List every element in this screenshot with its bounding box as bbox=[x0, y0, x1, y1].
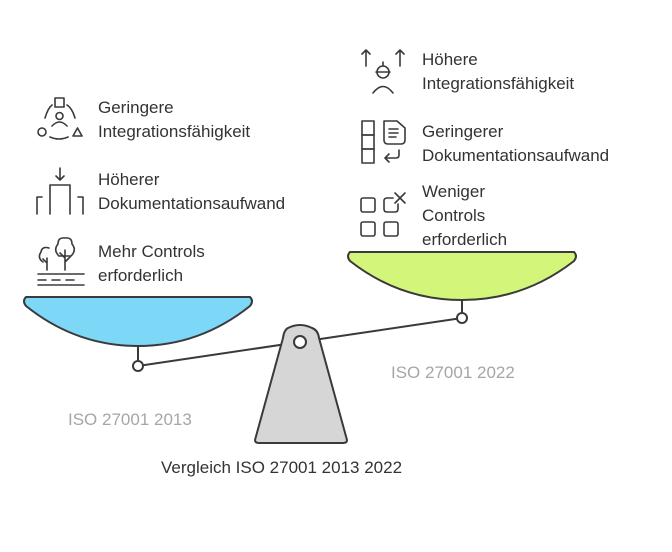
fulcrum-pivot bbox=[293, 335, 307, 349]
document-blocks-icon bbox=[361, 120, 406, 164]
worker-arrows-up-icon bbox=[361, 49, 405, 94]
trees-icon bbox=[37, 237, 85, 286]
left-item-integration: Geringere Integrationsfähigkeit bbox=[98, 98, 251, 141]
right-pan bbox=[347, 251, 577, 301]
diagram-title: Vergleich ISO 27001 2013 2022 bbox=[161, 458, 403, 477]
grid-remove-icon bbox=[360, 192, 406, 237]
stack-arrow-down-icon bbox=[36, 167, 84, 215]
right-item-controls: Weniger Controls erforderlich bbox=[422, 182, 508, 249]
left-label: ISO 27001 2013 bbox=[68, 410, 192, 429]
integration-circle-icon bbox=[37, 97, 83, 140]
left-pan bbox=[23, 296, 253, 347]
right-item-documentation: Geringerer Dokumentationsaufwand bbox=[422, 122, 610, 165]
right-label: ISO 27001 2022 bbox=[391, 363, 515, 382]
right-pan-joint bbox=[456, 312, 468, 324]
fulcrum bbox=[254, 324, 348, 444]
left-item-documentation: Höherer Dokumentationsaufwand bbox=[98, 170, 286, 213]
right-item-integration: Höhere Integrationsfähigkeit bbox=[422, 50, 575, 93]
left-pan-joint bbox=[132, 360, 144, 372]
left-item-controls: Mehr Controls erforderlich bbox=[98, 242, 205, 285]
